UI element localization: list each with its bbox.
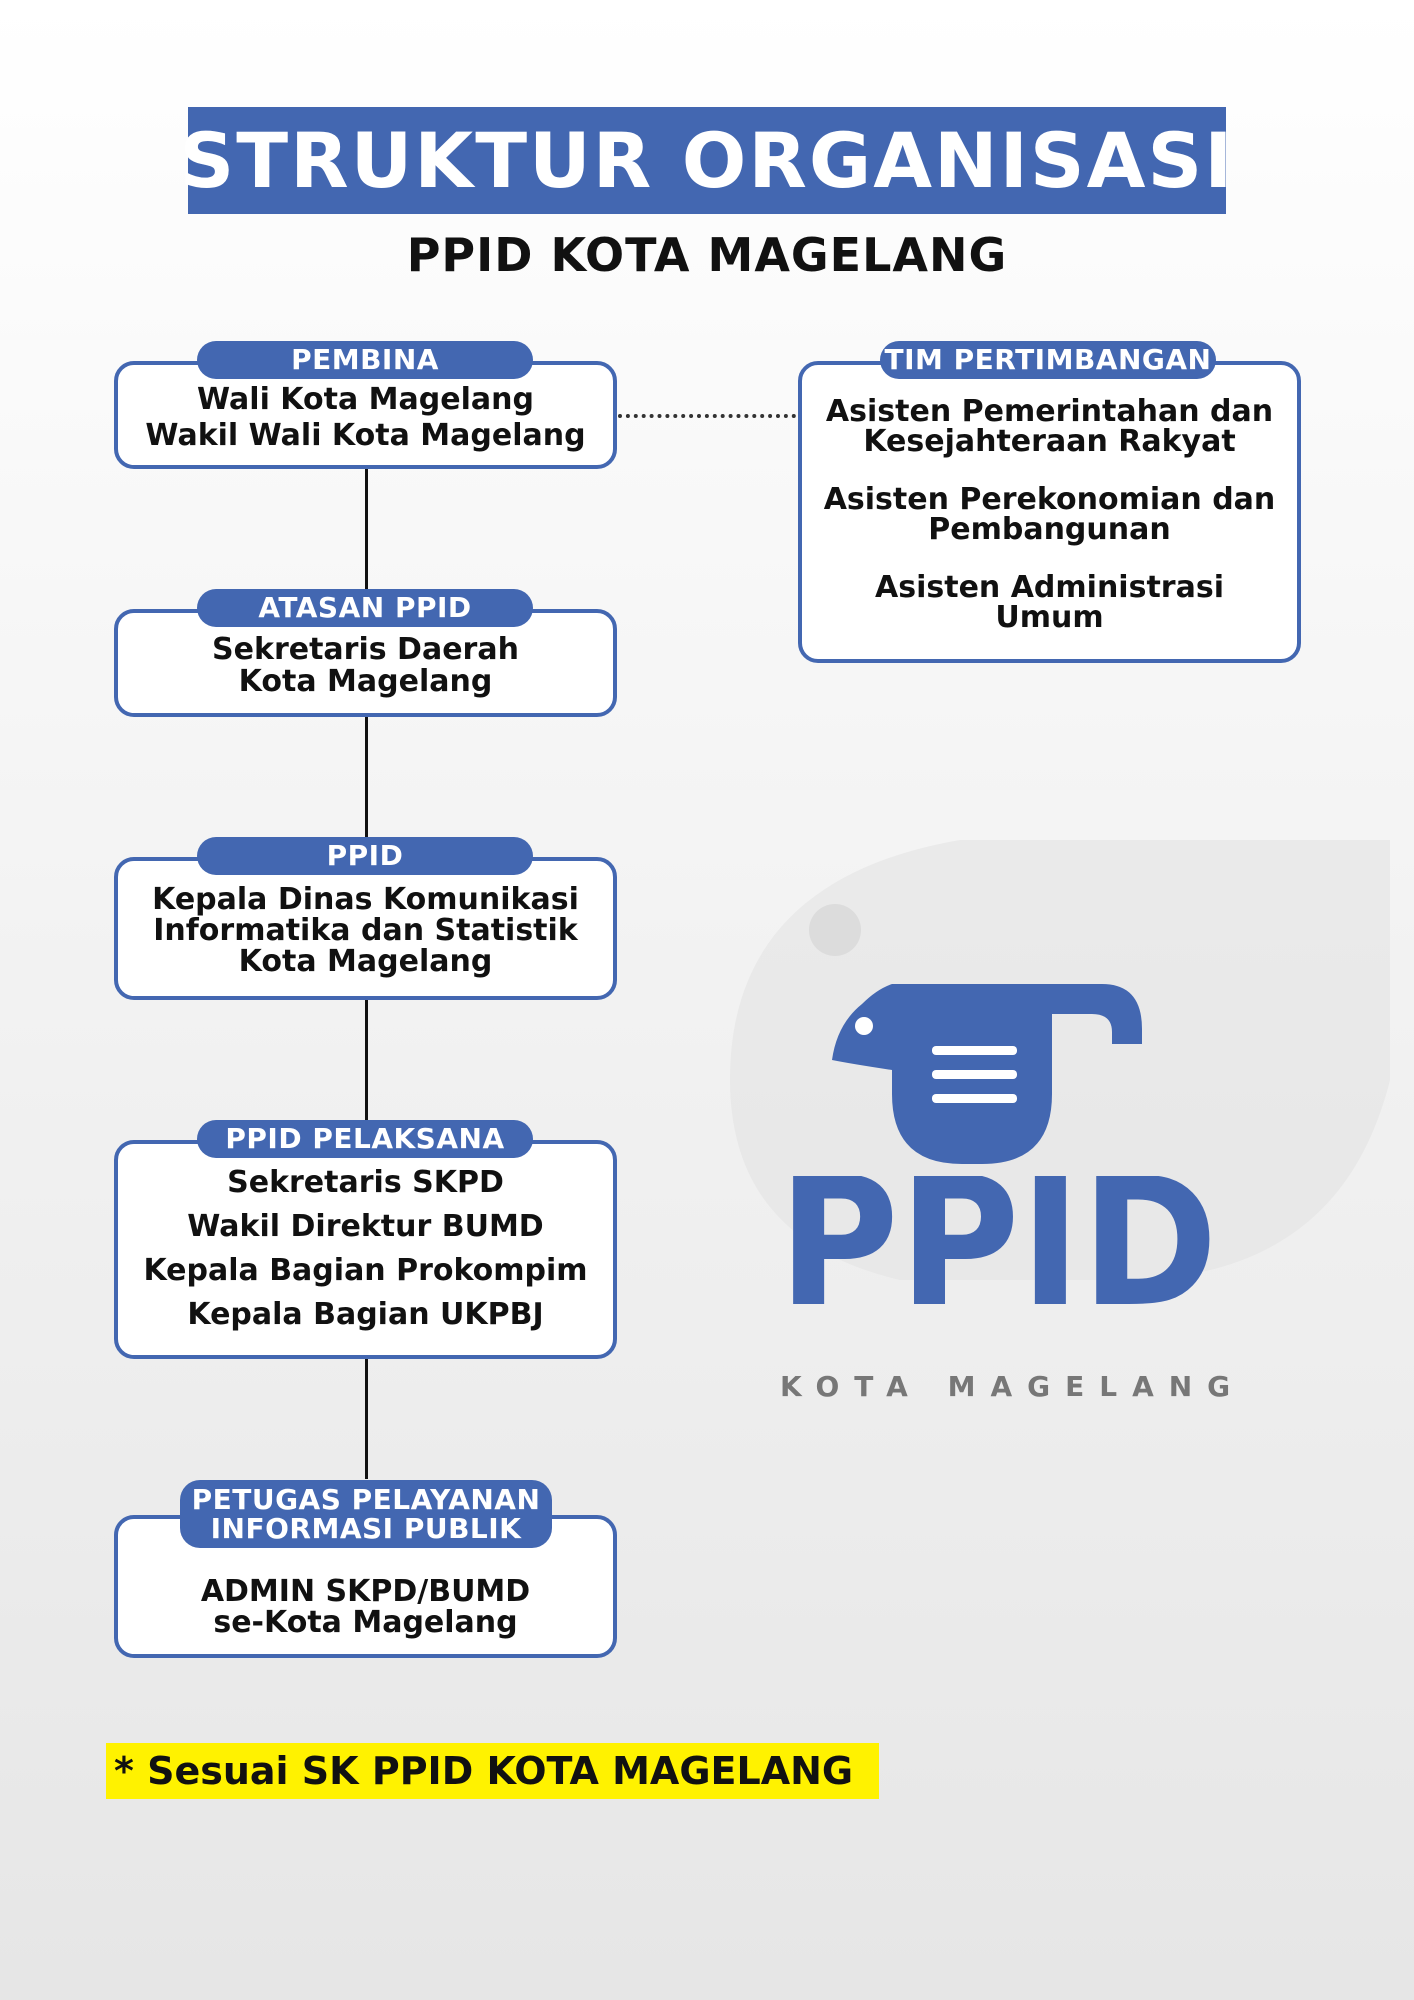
node-ppid-pelaksana: Sekretaris SKPD Wakil Direktur BUMD Kepa…	[114, 1140, 617, 1359]
ppid-logo-wordmark: PPID	[778, 1176, 1218, 1316]
node-petugas-body: ADMIN SKPD/BUMD se-Kota Magelang	[118, 1577, 613, 1638]
node-atasan-line: Kota Magelang	[238, 664, 493, 699]
node-atasan-line: Sekretaris Daerah	[212, 632, 519, 667]
node-atasan-tag: ATASAN PPID	[197, 589, 533, 627]
node-tim-body: Asisten Pemerintahan dan Kesejahteraan R…	[802, 397, 1297, 633]
node-ppid-tag: PPID	[197, 837, 533, 875]
connector-pelaksana-petugas	[365, 1359, 368, 1479]
node-pelaksana-line: Wakil Direktur BUMD	[187, 1209, 544, 1244]
node-ppid-line: Kepala Dinas Komunikasi	[152, 882, 579, 917]
node-petugas-tag: PETUGAS PELAYANAN INFORMASI PUBLIK	[180, 1480, 552, 1548]
tim-item-line: Umum	[995, 600, 1104, 635]
connector-atasan-ppid	[365, 717, 368, 837]
node-tim-pertimbangan: Asisten Pemerintahan dan Kesejahteraan R…	[798, 361, 1301, 663]
connector-pembina-tim-dotted	[618, 414, 796, 418]
ppid-logo-tagline: KOTA MAGELANG	[780, 1370, 1246, 1403]
node-tim-tag: TIM PERTIMBANGAN	[880, 341, 1216, 379]
tim-item-line: Kesejahteraan Rakyat	[863, 424, 1236, 459]
node-petugas-tag-line: INFORMASI PUBLIK	[210, 1512, 522, 1545]
page-title: STRUKTUR ORGANISASI	[179, 116, 1235, 205]
tim-item: Asisten Perekonomian dan Pembangunan	[802, 485, 1297, 545]
node-pembina-tag: PEMBINA	[197, 341, 533, 379]
node-ppid-line: Kota Magelang	[238, 944, 493, 979]
node-petugas-line: se-Kota Magelang	[213, 1605, 518, 1640]
node-pelaksana-tag: PPID PELAKSANA	[197, 1120, 533, 1158]
page-subtitle: PPID KOTA MAGELANG	[406, 228, 1008, 282]
node-pelaksana-line: Kepala Bagian Prokompim	[143, 1253, 588, 1288]
tim-item-line: Asisten Perekonomian dan	[823, 482, 1276, 517]
node-ppid-body: Kepala Dinas Komunikasi Informatika dan …	[118, 885, 613, 977]
tim-item-line: Asisten Administrasi	[875, 570, 1224, 605]
ppid-logo-bird-icon	[832, 984, 1142, 1164]
node-ppid: Kepala Dinas Komunikasi Informatika dan …	[114, 857, 617, 1000]
node-pembina-line: Wali Kota Magelang	[197, 382, 534, 417]
node-pelaksana-line: Sekretaris SKPD	[227, 1165, 504, 1200]
node-atasan-body: Sekretaris Daerah Kota Magelang	[118, 635, 613, 697]
footnote: * Sesuai SK PPID KOTA MAGELANG	[106, 1743, 879, 1799]
tim-item-line: Asisten Pemerintahan dan	[825, 394, 1274, 429]
tim-item: Asisten Administrasi Umum	[802, 573, 1297, 633]
ppid-logo-watermark-icon	[730, 840, 1390, 1280]
node-pelaksana-body: Sekretaris SKPD Wakil Direktur BUMD Kepa…	[118, 1168, 613, 1330]
node-pembina-line: Wakil Wali Kota Magelang	[145, 418, 586, 453]
connector-ppid-pelaksana	[365, 1000, 368, 1120]
tim-item: Asisten Pemerintahan dan Kesejahteraan R…	[802, 397, 1297, 457]
node-petugas-line: ADMIN SKPD/BUMD	[200, 1574, 531, 1609]
node-pelaksana-line: Kepala Bagian UKPBJ	[187, 1297, 544, 1332]
node-petugas-tag-line: PETUGAS PELAYANAN	[191, 1482, 541, 1516]
node-pembina: Wali Kota Magelang Wakil Wali Kota Magel…	[114, 361, 617, 469]
title-banner: STRUKTUR ORGANISASI	[179, 107, 1233, 214]
node-pembina-body: Wali Kota Magelang Wakil Wali Kota Magel…	[118, 385, 613, 451]
connector-pembina-atasan	[365, 469, 368, 589]
ppid-logo-wordmark-text: PPID	[778, 1176, 1218, 1316]
node-ppid-line: Informatika dan Statistik	[153, 913, 578, 948]
tim-item-line: Pembangunan	[928, 512, 1171, 547]
